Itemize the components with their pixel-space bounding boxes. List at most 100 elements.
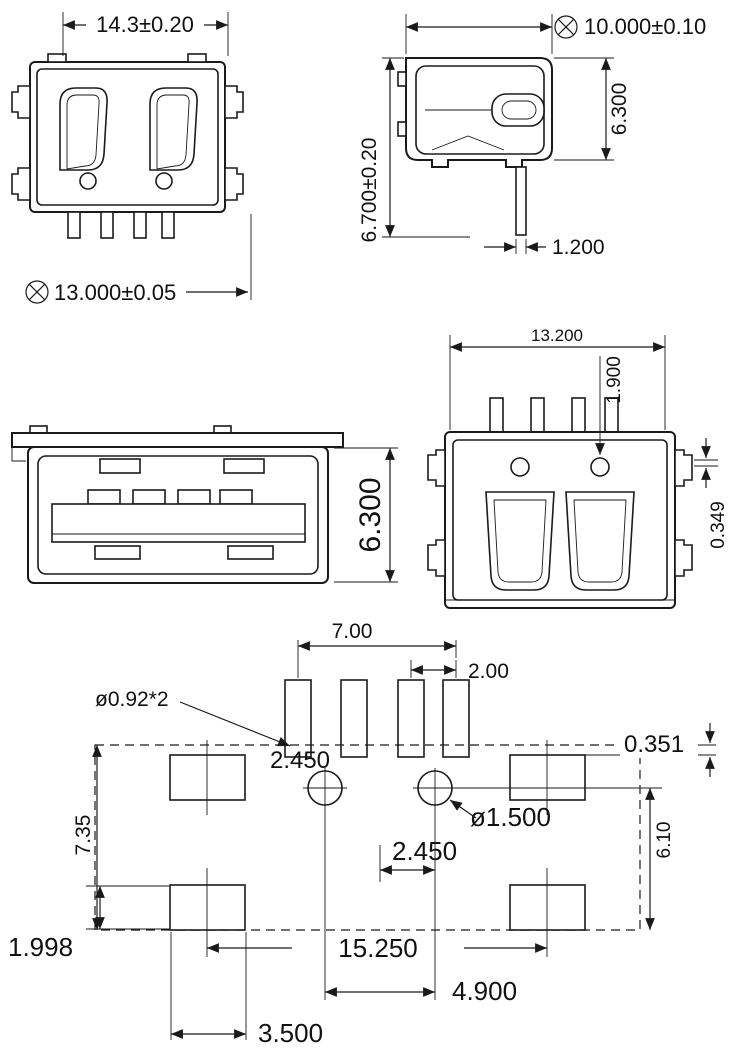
dim-boss-depth: 6.10 bbox=[452, 787, 675, 930]
dim-text-body-width: 13.200 bbox=[531, 326, 583, 345]
dim-text-depth: 10.000±0.10 bbox=[584, 14, 706, 39]
dim-pin-span: 7.00 bbox=[297, 620, 457, 678]
contact-wedge-inner bbox=[493, 499, 547, 583]
flange-hook bbox=[11, 447, 26, 462]
solder-pin bbox=[67, 211, 81, 239]
contact-pad bbox=[219, 489, 253, 505]
dim-mount-pitch: 13.000±0.05 bbox=[25, 214, 252, 305]
contact-wedge-inner bbox=[156, 94, 190, 170]
dim-pin-offset: 1.900 bbox=[595, 356, 625, 455]
shell-inner-line bbox=[36, 68, 219, 206]
top-tab bbox=[187, 53, 207, 63]
contact-wedge bbox=[149, 87, 198, 171]
solder-pin bbox=[530, 397, 545, 433]
shell-spring bbox=[94, 545, 141, 560]
bottom-view: 13.200 1.900 0.349 bbox=[427, 326, 729, 609]
dim-text-pin-span: 7.00 bbox=[332, 620, 373, 643]
pin-pad bbox=[340, 679, 368, 758]
dim-text-boss-depth: 6.10 bbox=[654, 822, 675, 859]
dim-text-body-depth: 7.35 bbox=[72, 815, 95, 856]
flange bbox=[11, 432, 344, 448]
flange-tab bbox=[29, 425, 48, 434]
mount-tab-right bbox=[224, 167, 244, 201]
dim-opening-height: 6.300 bbox=[334, 447, 398, 583]
shell-notch bbox=[397, 71, 407, 87]
shell-notch bbox=[397, 121, 407, 137]
shell-inner-line bbox=[37, 455, 319, 575]
dim-text-boss-hole: ø1.500 bbox=[470, 802, 551, 832]
side-view: 10.000±0.10 6.300 6.700±0.20 1.200 bbox=[358, 14, 706, 259]
shield-pad bbox=[169, 754, 246, 801]
dim-pad-edge-gap: 0.351 bbox=[585, 723, 716, 777]
top-tab bbox=[47, 53, 67, 63]
dim-text-pad-edge-gap: 0.351 bbox=[624, 731, 684, 758]
connector-body-bottom bbox=[444, 431, 676, 609]
label-pin-hole: ø0.92*2 bbox=[95, 688, 291, 747]
front-view: 14.3±0.20 13.000±0.05 bbox=[11, 12, 252, 305]
datum-target-icon bbox=[554, 15, 578, 39]
dim-pin-gap: 2.00 bbox=[410, 660, 509, 683]
dim-text-mount-pitch: 13.000±0.05 bbox=[54, 280, 176, 305]
solder-pin-side bbox=[515, 166, 527, 236]
dim-text-pin-offset: 1.900 bbox=[604, 356, 625, 404]
mount-tab-right bbox=[674, 449, 693, 487]
contact-wedge bbox=[485, 491, 555, 591]
shield-pad bbox=[509, 754, 586, 801]
dim-shell-height: 6.300 bbox=[554, 57, 631, 161]
dim-pin-length: 1.200 bbox=[484, 236, 605, 259]
dim-pad-span: 15.250 bbox=[207, 933, 547, 963]
dim-text-tab-offset: 0.349 bbox=[708, 501, 729, 549]
contact-wedge-inner bbox=[573, 499, 627, 583]
dim-text-pin-gap: 2.00 bbox=[468, 660, 509, 683]
solder-pin bbox=[489, 397, 504, 433]
shell-spring bbox=[223, 458, 265, 474]
dim-text-boss-offset: 2.450 bbox=[392, 836, 457, 866]
boss-hole bbox=[510, 457, 530, 477]
dim-pad-width: 3.500 bbox=[170, 932, 323, 1048]
shell-hole bbox=[79, 172, 97, 190]
footprint-view: 7.00 2.00 ø0.92*2 2.450 0.351 7.35 bbox=[8, 620, 716, 1048]
pin-pad bbox=[442, 679, 470, 758]
pin-pad bbox=[397, 679, 425, 758]
dim-text-pad-height: 1.998 bbox=[8, 932, 73, 962]
contact-wedge bbox=[59, 87, 108, 171]
dim-text-hole-offset-front: 2.450 bbox=[270, 747, 330, 774]
mount-tab-right bbox=[224, 85, 244, 119]
solder-pin bbox=[571, 397, 586, 433]
dim-body-width: 13.200 bbox=[449, 326, 666, 430]
dim-pad-height: 1.998 bbox=[8, 885, 169, 962]
dim-text-pin-hole: ø0.92*2 bbox=[95, 688, 169, 711]
contact-opening-inner bbox=[501, 100, 537, 120]
dim-depth: 10.000±0.10 bbox=[405, 14, 706, 54]
shield-pad bbox=[169, 884, 246, 931]
tongue bbox=[51, 503, 306, 543]
mount-tab-left bbox=[427, 449, 446, 487]
dim-text-shell-width: 14.3±0.20 bbox=[96, 12, 194, 37]
dim-boss-span: 4.900 bbox=[324, 810, 517, 1006]
spring-contact bbox=[431, 135, 505, 151]
solder-pin bbox=[100, 211, 114, 239]
dim-shell-width: 14.3±0.20 bbox=[62, 12, 229, 56]
shell-spring bbox=[99, 458, 141, 474]
dim-text-opening-height: 6.300 bbox=[354, 477, 387, 552]
contact-pad bbox=[132, 489, 166, 505]
shell-hole bbox=[155, 172, 173, 190]
dim-text-overall-height: 6.700±0.20 bbox=[358, 138, 381, 243]
connector-shell-side bbox=[405, 57, 553, 168]
dim-text-pin-length: 1.200 bbox=[552, 236, 605, 259]
pin-pad bbox=[284, 679, 312, 758]
flange-tab bbox=[213, 425, 232, 434]
dim-text-pad-span: 15.250 bbox=[338, 933, 418, 963]
mount-tab-left bbox=[11, 167, 31, 201]
face-view: 6.300 bbox=[11, 425, 398, 584]
mount-tab-left bbox=[11, 85, 31, 119]
mount-tab-left bbox=[427, 539, 446, 577]
contact-wedge-inner bbox=[66, 94, 100, 170]
dim-text-pad-width: 3.500 bbox=[258, 1018, 323, 1048]
shell-spring bbox=[227, 545, 274, 560]
label-boss-hole: ø1.500 bbox=[449, 799, 551, 832]
contact-pad bbox=[87, 489, 121, 505]
contact-pad bbox=[177, 489, 211, 505]
solder-pin bbox=[161, 211, 175, 239]
